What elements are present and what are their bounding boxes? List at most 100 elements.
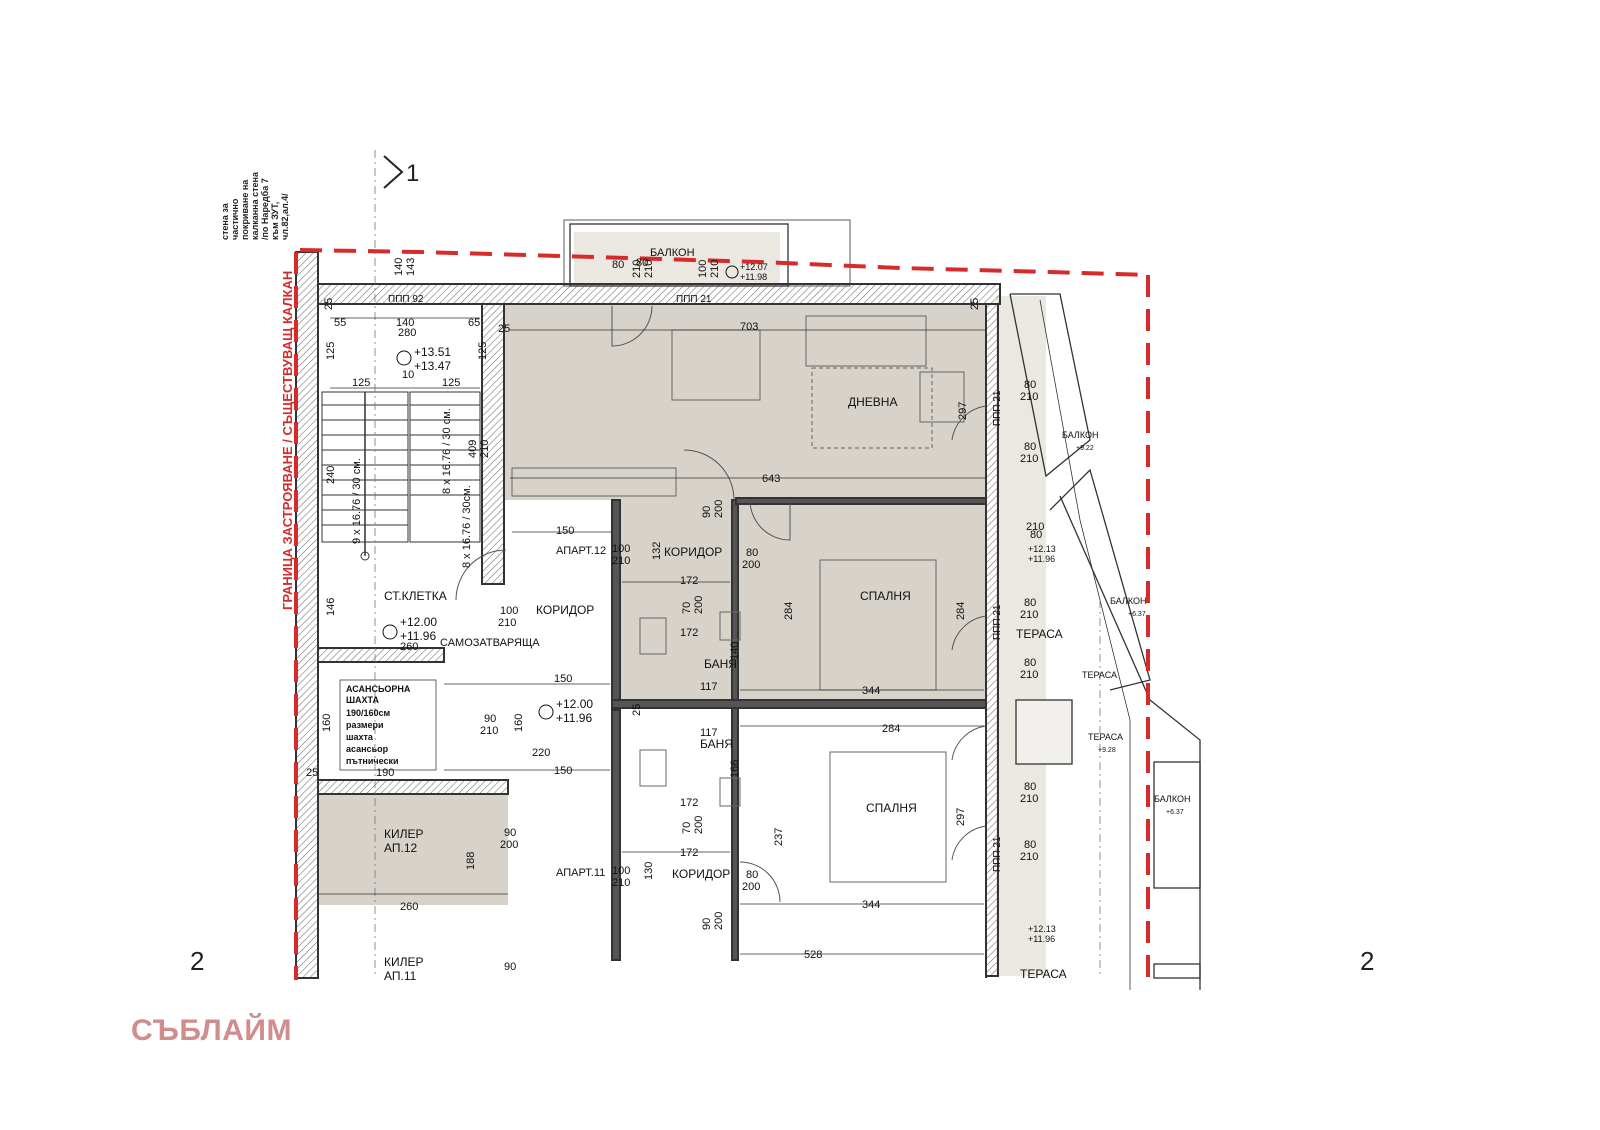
rug <box>811 367 933 449</box>
dim: 210 <box>1020 453 1038 465</box>
room-label-bedroom-top: СПАЛНЯ <box>860 589 911 603</box>
dim: 240 <box>325 466 337 484</box>
dim: 409 <box>467 440 479 458</box>
dim: 344 <box>862 685 880 697</box>
brand-logo: СЪБЛАЙМ <box>131 1014 292 1047</box>
dim: 80 <box>612 259 624 271</box>
dim: 90 <box>701 506 713 518</box>
dim: 25 <box>969 298 981 310</box>
wall-note-line: стена за <box>220 202 230 240</box>
level-marker-icon <box>538 704 554 720</box>
dim: 100 <box>697 260 709 278</box>
dim: 146 <box>325 598 337 616</box>
dim: 80 <box>1024 597 1036 609</box>
dim: 210 <box>1020 793 1038 805</box>
level-lobby: +12.00+11.96 <box>556 697 593 725</box>
window-mark: ППП 21 <box>992 390 1003 426</box>
room-label-bedroom-bottom: СПАЛНЯ <box>866 801 917 815</box>
dim: 210 <box>1020 669 1038 681</box>
section-arrow-icon <box>383 155 404 189</box>
dim: 284 <box>882 723 900 735</box>
furniture <box>339 315 965 883</box>
section-marker-top: 1 <box>406 160 419 187</box>
dim: 70 <box>681 822 693 834</box>
dim: 200 <box>742 559 760 571</box>
level-marks: +13.51+13.47 +12.00+11.96 +12.00+11.96 +… <box>382 262 1184 944</box>
dim: 80 <box>1024 657 1036 669</box>
dim: 90 <box>701 918 713 930</box>
dim: 143 <box>405 258 417 276</box>
dim: 172 <box>680 627 698 639</box>
armchair <box>919 371 965 423</box>
dim: 80 <box>636 257 648 269</box>
interior-wall-h1 <box>735 497 987 505</box>
sofa <box>805 315 927 367</box>
sink-bottom <box>719 777 741 807</box>
dim: 125 <box>352 377 370 389</box>
stair-flight-3: 8 x 16.76 / 30см. <box>461 485 473 568</box>
level-terrace3: +12.13+11.96 <box>1028 924 1056 944</box>
terraces <box>563 219 1201 990</box>
dim: 210 <box>498 617 516 629</box>
dim: 80 <box>1030 529 1042 541</box>
dim: 117 <box>700 727 718 739</box>
dim: 220 <box>532 747 550 759</box>
dim: 237 <box>773 828 785 846</box>
kitchen-counter <box>511 467 677 497</box>
dim: 210 <box>631 260 643 278</box>
interior-wall-h2 <box>611 699 987 709</box>
dim: 150 <box>554 765 572 777</box>
dim: 284 <box>955 602 967 620</box>
bath-top-fill <box>620 590 736 700</box>
room-label-self-closing: САМОЗАТВАРЯЩА <box>440 637 540 649</box>
room-label-stair: СТ.КЛЕТКА <box>384 589 447 603</box>
dim: 160 <box>513 714 525 732</box>
dim: 55 <box>334 317 346 329</box>
level-stair-top: +13.51+13.47 <box>414 345 451 373</box>
dim: 280 <box>398 327 416 339</box>
dim: 200 <box>693 596 705 614</box>
elevator-wall <box>317 647 445 663</box>
dim: 80 <box>1024 441 1036 453</box>
dim: 100 <box>500 605 518 617</box>
dim: 25 <box>498 323 510 335</box>
window-marks: ППП 92 ППП 21 ППП 21 ППП 21 ППП 21 <box>388 294 1003 872</box>
interior-wall-v1 <box>611 499 621 701</box>
dim: 160 <box>321 714 333 732</box>
dim: 210 <box>612 555 630 567</box>
room-label-living: ДНЕВНА <box>848 395 897 409</box>
wall-note-line: частично <box>230 198 240 240</box>
window-mark: ППП 92 <box>388 294 424 305</box>
dim: 172 <box>680 575 698 587</box>
dim: 90 <box>484 713 496 725</box>
wall-note-line: към ЗУТ, <box>270 202 280 240</box>
interior-wall-v2 <box>731 499 739 961</box>
corridor-ap12-fill <box>620 500 736 590</box>
level-marker-icon <box>382 624 398 640</box>
room-label-corridor-main: КОРИДОР <box>536 603 594 617</box>
dim: 210 <box>1020 609 1038 621</box>
wall-note-line: /по Наредба 7 <box>260 178 270 240</box>
dim: 80 <box>1024 781 1036 793</box>
dim: 284 <box>783 602 795 620</box>
room-label-corridor-ap11: КОРИДОР <box>672 867 730 881</box>
room-labels: ДНЕВНА СПАЛНЯ СПАЛНЯ БАНЯ БАНЯ КОРИДОР К… <box>346 247 1190 983</box>
dim: 200 <box>713 912 725 930</box>
dim: 80 <box>746 547 758 559</box>
dim: 70 <box>681 602 693 614</box>
dim: 188 <box>465 852 477 870</box>
terrace-strip-fill <box>996 296 1046 976</box>
dim: 703 <box>740 321 758 333</box>
dim: 210 <box>709 260 721 278</box>
construction-boundary <box>294 248 1150 980</box>
dim: 190 <box>376 767 394 779</box>
dim: 200 <box>742 881 760 893</box>
level-terrace-small: +9.28 <box>1098 747 1116 754</box>
dim: 150 <box>556 525 574 537</box>
dim: 172 <box>680 797 698 809</box>
dim: 130 <box>643 862 655 880</box>
room-label-bath-top: БАНЯ <box>704 657 737 671</box>
